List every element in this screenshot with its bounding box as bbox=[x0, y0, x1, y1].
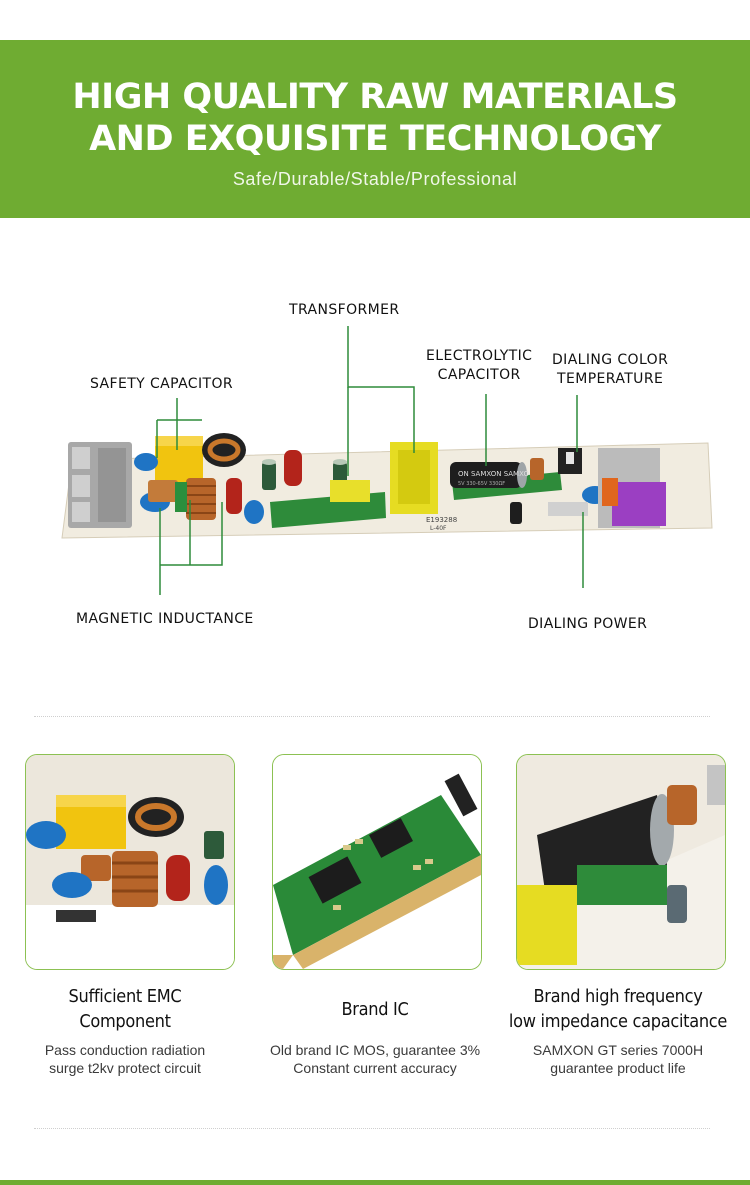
small-transformer bbox=[330, 480, 370, 502]
feature-desc-ic: Old brand IC MOS, guarantee 3% Constant … bbox=[250, 1041, 500, 1077]
callout-safety-capacitor: SAFETY CAPACITOR bbox=[90, 376, 234, 392]
section-divider bbox=[34, 1128, 710, 1129]
small-coil bbox=[530, 458, 544, 480]
toroid-inductor bbox=[202, 433, 246, 467]
feature-title-emc-line-2: Component bbox=[79, 1011, 171, 1032]
bottom-accent-bar bbox=[0, 1180, 750, 1185]
feature-card-capacitor bbox=[516, 754, 726, 970]
main-transformer bbox=[390, 442, 438, 514]
page-title: HIGH QUALITY RAW MATERIALS AND EXQUISITE… bbox=[0, 76, 750, 160]
feature-title-emc: Sufficient EMC Component bbox=[5, 984, 245, 1034]
red-film-capacitor bbox=[284, 450, 302, 486]
callout-dialing-color-temperature: DIALING COLOR TEMPERATURE bbox=[552, 351, 668, 389]
feature-desc-capacitor-line-2: guarantee product life bbox=[550, 1060, 686, 1076]
ic-board-photo bbox=[273, 755, 481, 969]
feature-card-ic bbox=[272, 754, 482, 970]
callout-transformer: TRANSFORMER bbox=[289, 302, 400, 318]
cap-brand-print: ON SAMXON SAMXO bbox=[458, 470, 529, 478]
callout-electrolytic-line-2: CAPACITOR bbox=[437, 367, 521, 383]
feature-title-emc-line-1: Sufficient EMC bbox=[68, 986, 182, 1007]
feature-title-capacitor-line-1: Brand high frequency bbox=[533, 986, 703, 1007]
feature-title-capacitor-line-2: low impedance capacitance bbox=[508, 1011, 728, 1032]
small-electrolytic-capacitor bbox=[510, 502, 522, 524]
feature-desc-capacitor-line-1: SAMXON GT series 7000H bbox=[532, 1042, 704, 1058]
feature-desc-emc-line-1: Pass conduction radiation bbox=[44, 1042, 206, 1058]
callout-leader-lines bbox=[156, 326, 584, 595]
output-terminal-block bbox=[598, 448, 666, 528]
board-model-print: L-40F bbox=[430, 525, 447, 532]
blue-capacitor bbox=[134, 453, 158, 471]
section-divider bbox=[34, 716, 710, 717]
feature-desc-ic-line-2: Constant current accuracy bbox=[293, 1060, 457, 1076]
board-code-print: E193288 bbox=[426, 516, 457, 524]
feature-desc-emc: Pass conduction radiation surge t2kv pro… bbox=[0, 1041, 250, 1077]
callout-electrolytic-line-1: ELECTROLYTIC bbox=[426, 348, 533, 364]
electrolytic-capacitor-part: ON SAMXON SAMXO 5V 330-65V 330ΩF bbox=[450, 462, 529, 488]
blue-capacitor bbox=[244, 500, 264, 524]
red-film-capacitor bbox=[226, 478, 242, 514]
cap-rating-print: 5V 330-65V 330ΩF bbox=[458, 481, 505, 487]
safety-capacitor-part bbox=[155, 436, 203, 482]
circuit-board-diagram: ON SAMXON SAMXO 5V 330-65V 330ΩF E193288… bbox=[0, 290, 750, 650]
power-switch bbox=[548, 502, 588, 516]
feature-title-ic-line-1: Brand IC bbox=[341, 999, 409, 1020]
feature-card-emc bbox=[25, 754, 235, 970]
emc-filter-photo bbox=[26, 755, 234, 969]
feature-desc-emc-line-2: surge t2kv protect circuit bbox=[49, 1060, 201, 1076]
pcb-board-illustration: ON SAMXON SAMXO 5V 330-65V 330ΩF E193288… bbox=[61, 433, 713, 539]
feature-desc-ic-line-1: Old brand IC MOS, guarantee 3% bbox=[269, 1042, 481, 1058]
callout-magnetic-inductance: MAGNETIC INDUCTANCE bbox=[76, 611, 254, 627]
callout-electrolytic-capacitor: ELECTROLYTIC CAPACITOR bbox=[426, 347, 532, 385]
header-banner: HIGH QUALITY RAW MATERIALS AND EXQUISITE… bbox=[0, 40, 750, 218]
capacitor-photo bbox=[517, 755, 725, 969]
page-subtitle: Safe/Durable/Stable/Professional bbox=[232, 169, 518, 189]
title-line-1: HIGH QUALITY RAW MATERIALS bbox=[72, 77, 678, 117]
input-terminal-block bbox=[68, 442, 132, 528]
feature-title-ic: Brand IC bbox=[255, 997, 495, 1022]
magnetic-inductor-coils bbox=[148, 478, 216, 520]
callout-dialing-power: DIALING POWER bbox=[528, 616, 648, 632]
title-line-2: AND EXQUISITE TECHNOLOGY bbox=[89, 119, 661, 159]
feature-title-capacitor: Brand high frequency low impedance capac… bbox=[498, 984, 738, 1034]
feature-desc-capacitor: SAMXON GT series 7000H guarantee product… bbox=[493, 1041, 743, 1077]
callout-dialing-color-line-2: TEMPERATURE bbox=[557, 371, 664, 387]
callout-dialing-color-line-1: DIALING COLOR bbox=[552, 352, 669, 368]
